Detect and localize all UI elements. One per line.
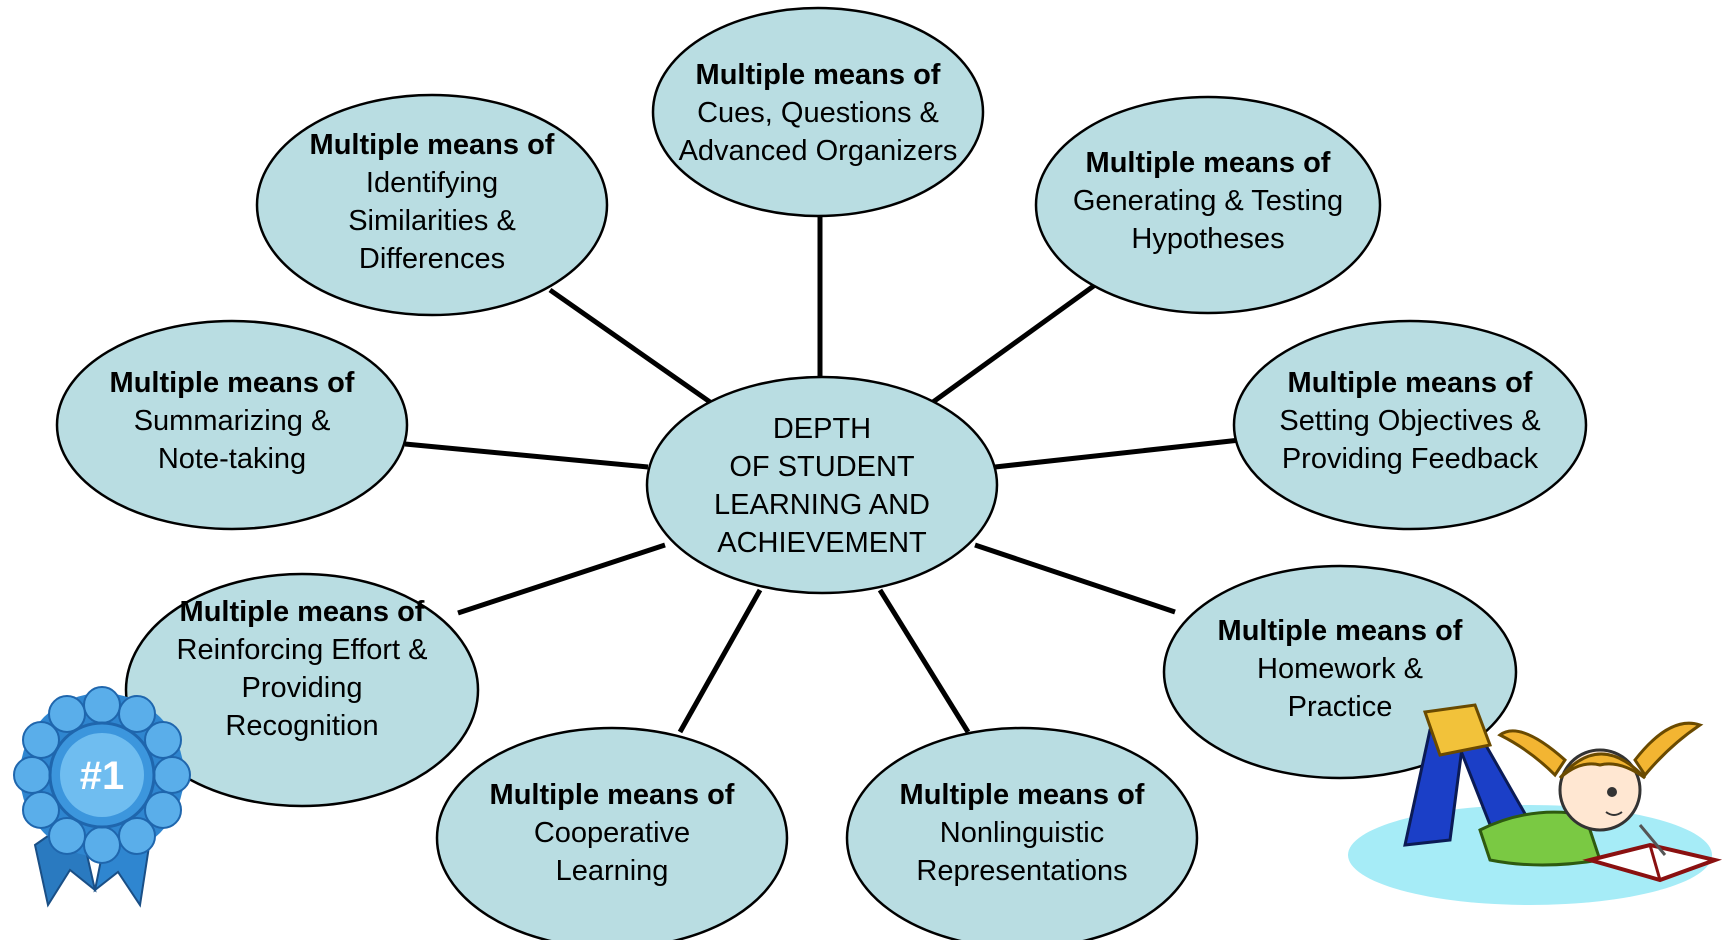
node-line: Learning: [555, 855, 669, 887]
center-line: DEPTH: [772, 413, 872, 445]
node-prefix: Multiple means of: [1085, 147, 1331, 179]
node-line: Generating & Testing: [1072, 185, 1344, 217]
node-cues: Multiple means of Cues, Questions & Adva…: [663, 58, 973, 168]
node-line: Providing: [241, 672, 363, 704]
node-line: Nonlinguistic: [939, 817, 1105, 849]
node-line: Advanced Organizers: [678, 135, 958, 167]
node-objectives: Multiple means of Setting Objectives & P…: [1250, 366, 1570, 476]
node-line: Practice: [1287, 691, 1393, 723]
connector-similarities: [548, 287, 712, 405]
node-prefix: Multiple means of: [899, 779, 1145, 811]
award-ribbon-icon: #1: [13, 686, 191, 908]
node-shape-similarities: [255, 93, 609, 317]
node-shape-nonlinguistic: [845, 726, 1199, 940]
node-prefix: Multiple means of: [695, 59, 941, 91]
connector-nonlinguistic: [877, 588, 971, 734]
node-shape-reinforcing: [124, 572, 480, 808]
node-similarities: Multiple means of Identifying Similariti…: [277, 127, 587, 277]
node-prefix: Multiple means of: [1217, 615, 1463, 647]
node-shape-cues: [651, 6, 985, 218]
connector-summarizing: [404, 441, 649, 470]
connector-objectives: [994, 437, 1241, 470]
center-line: OF STUDENT: [729, 451, 915, 483]
node-prefix: Multiple means of: [489, 779, 735, 811]
node-homework: Multiple means of Homework & Practice: [1185, 614, 1495, 724]
node-shape-summarizing: [55, 319, 409, 531]
node-shape-hypotheses: [1034, 95, 1382, 315]
node-line: Summarizing &: [133, 405, 331, 437]
connectors: [404, 190, 1241, 734]
node-shapes: [55, 6, 1588, 940]
ribbon-label: #1: [80, 754, 125, 798]
node-shape-cooperative: [435, 726, 789, 940]
connector-reinforcing: [457, 542, 666, 616]
node-reinforcing: Multiple means of Reinforcing Effort & P…: [142, 594, 462, 744]
connector-homework: [974, 542, 1176, 615]
center-node-shape: [645, 375, 999, 595]
node-line: Providing Feedback: [1281, 443, 1539, 475]
connector-cooperative: [677, 588, 763, 734]
node-line: Differences: [358, 243, 506, 275]
node-line: Similarities &: [348, 205, 516, 237]
node-line: Recognition: [225, 710, 379, 742]
connector-hypotheses: [931, 282, 1097, 405]
node-line: Reinforcing Effort &: [176, 634, 428, 666]
node-line: Setting Objectives &: [1279, 405, 1541, 437]
node-nonlinguistic: Multiple means of Nonlinguistic Represen…: [867, 778, 1177, 888]
node-line: Hypotheses: [1131, 223, 1285, 255]
center-line: ACHIEVEMENT: [717, 527, 927, 559]
node-line: Representations: [916, 855, 1128, 887]
center-node: DEPTH OF STUDENT LEARNING AND ACHIEVEMEN…: [667, 410, 977, 562]
center-line: LEARNING AND: [714, 489, 930, 521]
node-line: Note-taking: [157, 443, 307, 475]
node-line: Homework &: [1257, 653, 1423, 685]
node-summarizing: Multiple means of Summarizing & Note-tak…: [77, 366, 387, 476]
node-cooperative: Multiple means of Cooperative Learning: [457, 778, 767, 888]
node-prefix: Multiple means of: [109, 367, 355, 399]
node-prefix: Multiple means of: [1287, 367, 1533, 399]
node-line: Cues, Questions &: [697, 97, 939, 129]
girl-reading-book-icon: [1348, 703, 1723, 905]
node-prefix: Multiple means of: [179, 596, 425, 628]
node-hypotheses: Multiple means of Generating & Testing H…: [1048, 146, 1368, 256]
node-line: Cooperative: [533, 817, 691, 849]
node-prefix: Multiple means of: [309, 129, 555, 161]
node-line: Identifying: [365, 167, 499, 199]
node-shape-objectives: [1232, 319, 1588, 531]
